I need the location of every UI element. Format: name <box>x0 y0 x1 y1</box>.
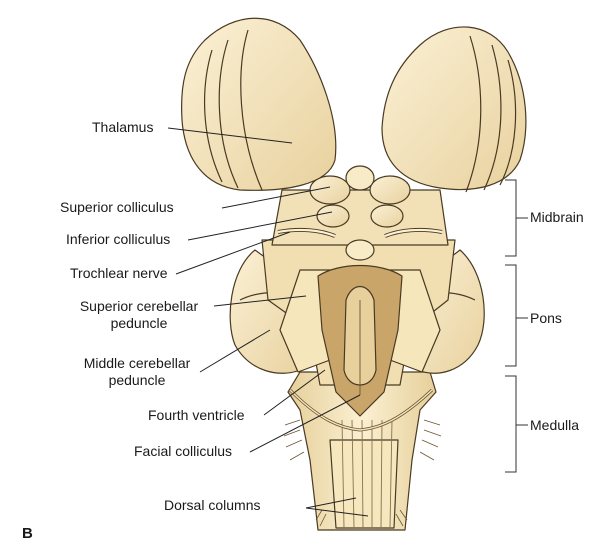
label-facial-colliculus: Facial colliculus <box>134 443 233 459</box>
facial-colliculus-leader <box>249 394 361 453</box>
right-thalamus-shape <box>381 26 527 191</box>
label-pons: Pons <box>530 310 562 326</box>
label-superior-cerebellar-peduncle-line2: peduncle <box>110 315 168 331</box>
label-trochlear-nerve: Trochlear nerve <box>70 265 168 281</box>
leader-lines <box>167 127 369 517</box>
medulla-bracket <box>505 375 528 473</box>
inferior-colliculus-leader <box>187 211 333 241</box>
label-middle-cerebellar-peduncle: Middle cerebellar peduncle <box>72 355 202 389</box>
left-superior-colliculus-shape <box>309 175 351 205</box>
left-inferior-colliculus-shape <box>316 204 350 228</box>
superior-colliculus-leader <box>221 186 331 209</box>
dorsal-columns-leader-2 <box>305 507 369 517</box>
midbrain-shape <box>271 189 449 246</box>
right-superior-colliculus-shape <box>369 175 411 205</box>
label-fourth-ventricle: Fourth ventricle <box>148 407 245 423</box>
label-superior-colliculus: Superior colliculus <box>60 199 174 215</box>
dorsal-columns-leader-1 <box>305 497 357 509</box>
label-midbrain: Midbrain <box>530 209 584 225</box>
dorsal-columns-shape <box>329 439 399 529</box>
middle-cerebellar-peduncle-leader <box>199 329 271 373</box>
pons-bracket <box>505 264 528 367</box>
label-medulla: Medulla <box>530 417 580 433</box>
label-superior-cerebellar-peduncle-line1: Superior cerebellar <box>79 298 199 314</box>
fourth-ventricle-leader <box>263 369 326 416</box>
label-inferior-colliculus: Inferior colliculus <box>66 231 171 247</box>
label-dorsal-columns: Dorsal columns <box>164 497 261 513</box>
thalamus-leader <box>167 127 293 144</box>
midbrain-bracket <box>505 179 528 257</box>
trochlear-nerve-leader <box>175 231 291 275</box>
label-middle-cerebellar-peduncle-line2: peduncle <box>108 372 166 388</box>
pineal-shape <box>345 165 375 191</box>
left-thalamus-shape <box>181 17 337 191</box>
region-brackets <box>505 179 528 473</box>
label-thalamus: Thalamus <box>92 119 154 135</box>
right-inferior-colliculus-shape <box>370 204 404 228</box>
label-middle-cerebellar-peduncle-line1: Middle cerebellar <box>83 355 191 371</box>
label-superior-cerebellar-peduncle: Superior cerebellar peduncle <box>64 298 214 332</box>
superior-cerebellar-peduncle-leader <box>213 295 307 307</box>
panel-letter: B <box>22 525 33 542</box>
